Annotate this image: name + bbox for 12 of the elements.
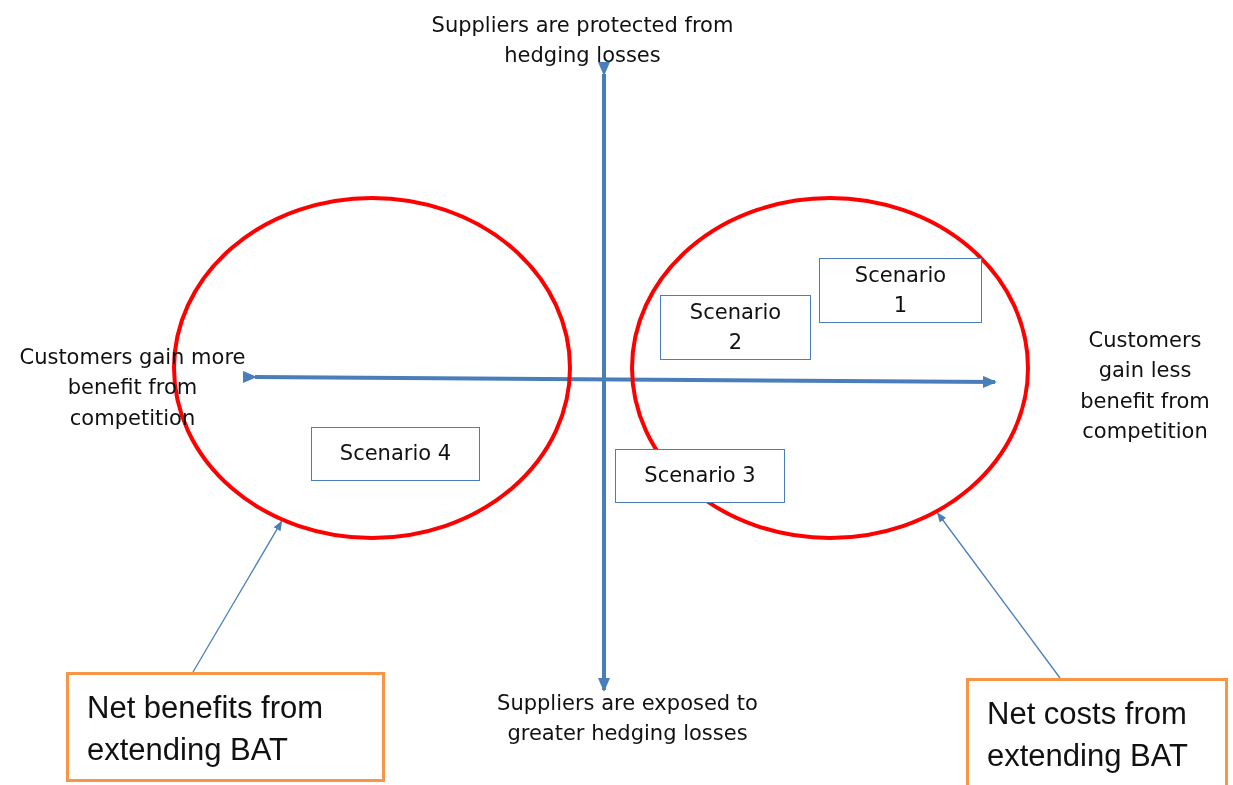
axis-label: Suppliers are protected from hedging losses [430,12,735,70]
ellipse-outline [630,196,1030,540]
callout-box: Net benefits from extending BAT [66,672,385,782]
arrow [936,512,1061,679]
axis-label: Customers gain less benefit from competition [1079,327,1211,446]
axis-label: Suppliers are exposed to greater hedging losses [496,690,759,748]
scenario-box: Scenario 4 [311,427,480,481]
arrow [192,520,283,673]
callout-box: Net costs from extending BAT [966,678,1228,785]
scenario-box: Scenario 1 [819,258,982,323]
scenario-box: Scenario 3 [615,449,785,503]
scenario-box: Scenario 2 [660,295,811,360]
